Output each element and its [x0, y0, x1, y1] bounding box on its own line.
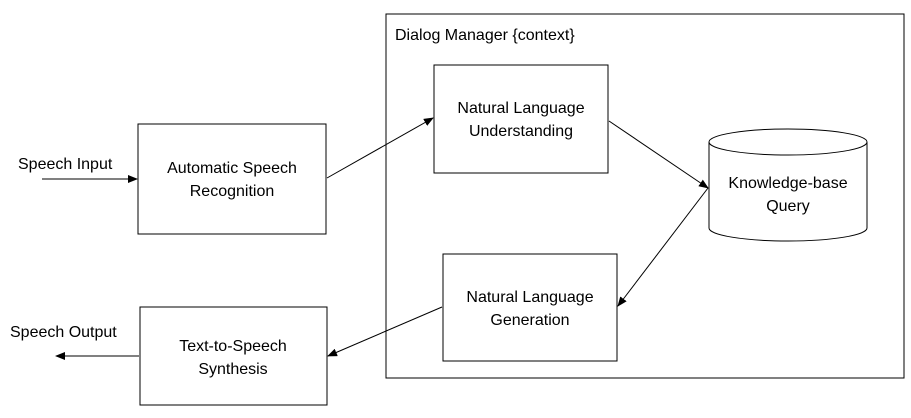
tts-label-line2: Synthesis — [198, 361, 267, 378]
nlg-label-line2: Generation — [490, 312, 569, 329]
speech-input-label: Speech Input — [18, 156, 113, 173]
tts-label-line1: Text-to-Speech — [179, 338, 287, 355]
tts-node: Text-to-Speech Synthesis — [139, 306, 328, 406]
arrow-nlu-to-kb — [608, 120, 709, 189]
asr-label-line2: Recognition — [190, 183, 275, 200]
asr-label-line1: Automatic Speech — [167, 160, 297, 177]
arrow-asr-to-nlu — [326, 117, 434, 179]
speech-output-label: Speech Output — [10, 324, 117, 341]
dialog-manager-container: Dialog Manager {context} — [385, 13, 905, 379]
nlu-label-line2: Understanding — [469, 123, 573, 140]
nlu-label-line1: Natural Language — [457, 100, 584, 117]
nlg-node: Natural Language Generation — [442, 253, 618, 362]
knowledge-base-label-line2: Query — [766, 198, 810, 215]
knowledge-base-node: Knowledge-base Query — [708, 128, 868, 242]
dialog-manager-label: Dialog Manager {context} — [395, 27, 575, 44]
asr-node: Automatic Speech Recognition — [137, 123, 327, 235]
knowledge-base-label-line1: Knowledge-base — [728, 175, 847, 192]
arrow-nlg-to-tts — [327, 306, 443, 357]
arrow-kb-to-nlg — [617, 187, 709, 307]
nlu-node: Natural Language Understanding — [433, 64, 609, 174]
nlg-label-line1: Natural Language — [466, 289, 593, 306]
